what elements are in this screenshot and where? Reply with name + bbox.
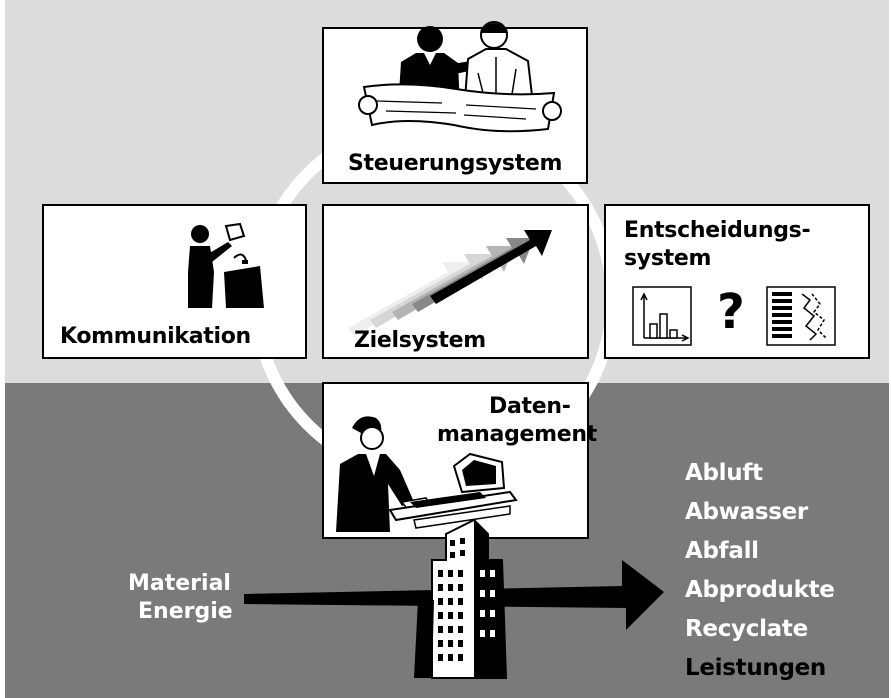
datenmanagement-box: Daten- management bbox=[322, 382, 597, 539]
datenmanagement-label-line1: Daten- bbox=[489, 394, 571, 419]
output-item: Abluft bbox=[685, 460, 763, 486]
zielsystem-label: Zielsystem bbox=[354, 328, 486, 353]
two-businessmen-with-plans-icon bbox=[358, 21, 562, 133]
target-arrows-icon bbox=[348, 230, 552, 336]
speaker-at-podium-icon bbox=[188, 222, 264, 308]
entscheidungssystem-box: Entscheidungs- system ? bbox=[604, 204, 870, 359]
entscheidungssystem-label-line2: system bbox=[624, 246, 712, 271]
kommunikation-box: Kommunikation bbox=[42, 204, 307, 359]
output-item: Abfall bbox=[685, 538, 759, 564]
bar-chart-icon bbox=[632, 286, 692, 346]
input-energie-label: Energie bbox=[138, 599, 233, 624]
steuerungsystem-label: Steuerungsystem bbox=[348, 151, 563, 176]
input-material-label: Material bbox=[128, 571, 231, 596]
entscheidungssystem-label-line1: Entscheidungs- bbox=[624, 218, 811, 243]
scatter-chart-icon bbox=[766, 286, 836, 346]
output-item: Recyclate bbox=[685, 616, 808, 642]
factory-building-icon bbox=[414, 520, 508, 679]
person-at-computer-icon bbox=[336, 416, 518, 532]
output-list: Abluft Abwasser Abfall Abprodukte Recycl… bbox=[685, 454, 835, 688]
kommunikation-label: Kommunikation bbox=[60, 324, 251, 349]
datenmanagement-label-line2: management bbox=[437, 422, 597, 447]
output-item: Abprodukte bbox=[685, 577, 835, 603]
zielsystem-box: Zielsystem bbox=[322, 204, 589, 359]
output-item: Leistungen bbox=[685, 655, 827, 681]
steuerungsystem-box: Steuerungsystem bbox=[322, 21, 588, 184]
output-item: Abwasser bbox=[685, 499, 808, 525]
question-mark-icon: ? bbox=[717, 284, 745, 340]
